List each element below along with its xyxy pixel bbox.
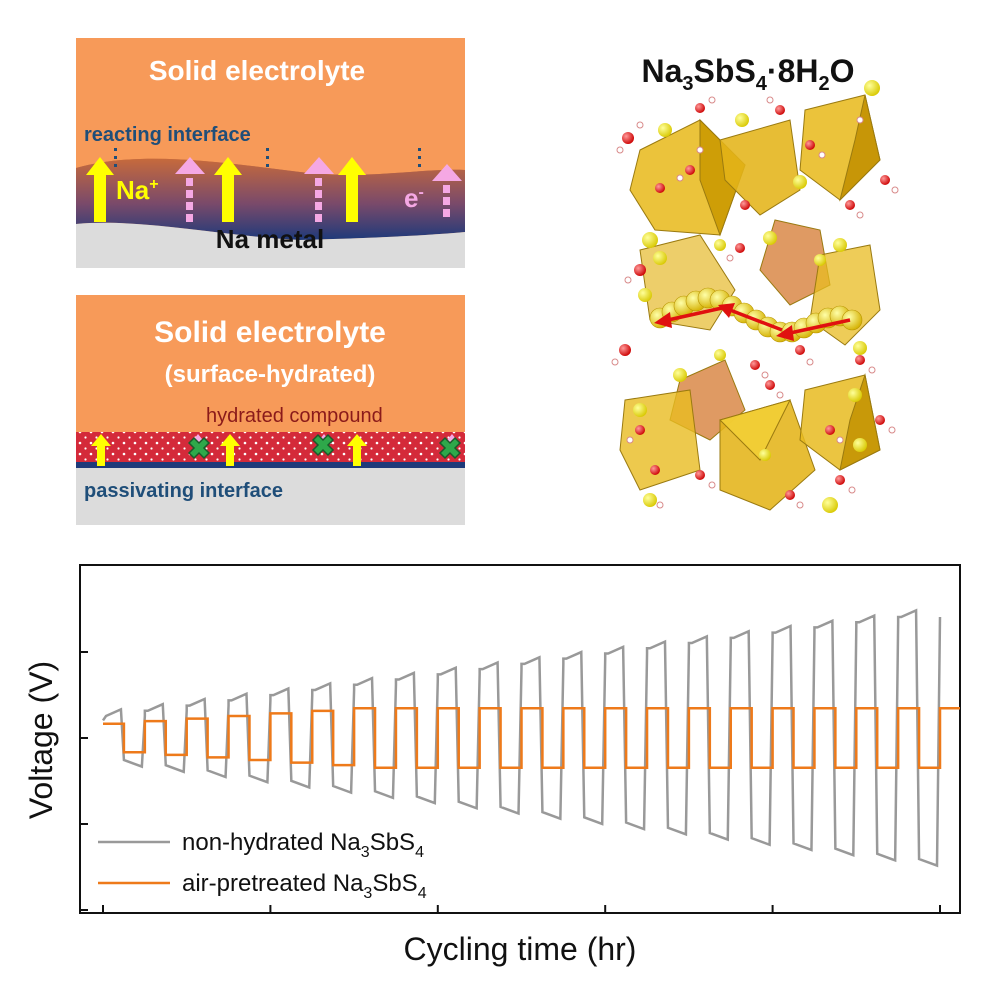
na-metal-label: Na metal (216, 224, 324, 254)
hydrogen-atoms (611, 96, 899, 509)
series-air-pretreated (103, 707, 960, 769)
sulfur-atoms (633, 80, 880, 513)
oxygen-atoms (619, 103, 890, 500)
hydrated-compound-layer (76, 432, 465, 464)
na-metal-region (76, 222, 465, 268)
interface-layer (76, 158, 465, 240)
na-ion-arrows (86, 157, 366, 222)
polyhedra (619, 94, 881, 511)
series-layer (101, 608, 960, 868)
series-non-hydrated (101, 608, 942, 868)
diffusion-arrows (654, 303, 851, 341)
hydrated-electrolyte-title: Solid electrolyte (154, 316, 386, 349)
voltage-chart: Cycling time (hr) Voltage (V) non-hydrat… (23, 564, 961, 967)
electron-label: e- (404, 183, 424, 213)
passivating-layer (76, 462, 465, 468)
electrolyte-title: Solid electrolyte (149, 55, 365, 86)
interface-dots (114, 148, 421, 167)
hydrated-compound-label: hydrated compound (206, 405, 383, 427)
hydrated-electrolyte-subtitle: (surface-hydrated) (165, 361, 376, 388)
y-ticks (80, 651, 88, 911)
y-axis-label: Voltage (V) (23, 661, 59, 819)
crystal-formula: Na3SbS4·8H2O (642, 53, 855, 95)
crystal-structure: Na3SbS4·8H2O (611, 53, 899, 513)
reacting-interface-panel: Solid electrolyte reacting interface Na … (76, 38, 465, 268)
na-metal-region-2 (76, 468, 465, 525)
blocked-x-icon (187, 433, 462, 460)
na-ion-label: Na+ (116, 175, 159, 205)
legend-label-air-pretreated: air-pretreated Na3SbS4 (182, 870, 427, 902)
legend-label-non-hydrated: non-hydrated Na3SbS4 (182, 829, 424, 861)
reacting-interface-label: reacting interface (84, 124, 251, 146)
x-ticks (102, 905, 941, 913)
passivating-interface-label: passivating interface (84, 480, 283, 502)
electron-arrows (175, 157, 462, 222)
passivating-interface-panel: Solid electrolyte (surface-hydrated) hyd… (76, 295, 465, 525)
x-axis-label: Cycling time (hr) (404, 931, 637, 967)
blocked-na-arrows (91, 434, 367, 466)
legend: non-hydrated Na3SbS4 air-pretreated Na3S… (98, 829, 427, 902)
